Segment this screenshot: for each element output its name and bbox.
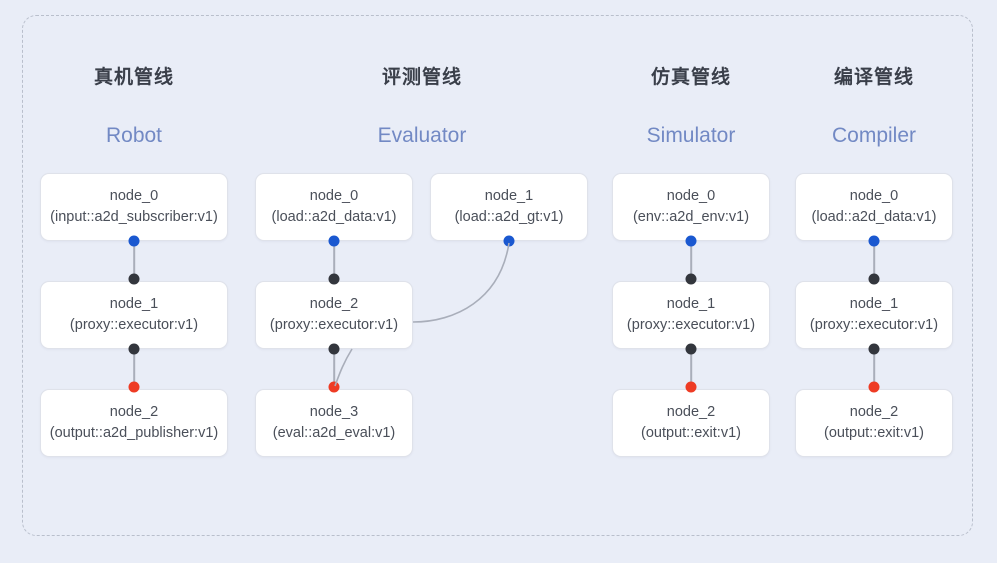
node-compiler-1[interactable]: node_1 (proxy::executor:v1) [795, 281, 953, 349]
column-subtitle-robot: Robot [105, 124, 163, 147]
port-output-evaluator-0[interactable] [328, 235, 340, 247]
node-name: node_0 [309, 187, 359, 204]
node-simulator-2[interactable]: node_2 (output::exit:v1) [612, 389, 770, 457]
column-subtitle-evaluator: Evaluator [377, 124, 467, 147]
node-spec: (input::a2d_subscriber:v1) [50, 209, 218, 225]
node-spec: (env::a2d_env:v1) [632, 209, 750, 225]
node-spec: (load::a2d_data:v1) [271, 209, 397, 225]
node-spec: (output::a2d_publisher:v1) [49, 425, 219, 441]
edge-evaluator-0-2 [333, 241, 335, 281]
port-input-evaluator-2[interactable] [328, 273, 340, 285]
port-output-simulator-1[interactable] [685, 343, 697, 355]
port-input-simulator-2[interactable] [685, 381, 697, 393]
edge-compiler-1-2 [873, 349, 875, 389]
column-title-compiler: 编译管线 [833, 67, 914, 88]
node-name: node_1 [484, 187, 534, 204]
node-robot-1[interactable]: node_1 (proxy::executor:v1) [40, 281, 228, 349]
node-compiler-0[interactable]: node_0 (load::a2d_data:v1) [795, 173, 953, 241]
port-output-compiler-1[interactable] [868, 343, 880, 355]
node-name: node_0 [666, 187, 716, 204]
node-name: node_2 [666, 403, 716, 420]
port-output-simulator-0[interactable] [685, 235, 697, 247]
node-name: node_0 [849, 187, 899, 204]
node-evaluator-gt[interactable]: node_1 (load::a2d_gt:v1) [430, 173, 588, 241]
port-output-robot-0[interactable] [128, 235, 140, 247]
edge-evaluator-2-3 [333, 349, 335, 389]
node-robot-0[interactable]: node_0 (input::a2d_subscriber:v1) [40, 173, 228, 241]
node-spec: (load::a2d_gt:v1) [454, 209, 564, 225]
node-spec: (proxy::executor:v1) [69, 317, 199, 333]
node-name: node_0 [109, 187, 159, 204]
edge-robot-1-2 [133, 349, 135, 389]
node-simulator-0[interactable]: node_0 (env::a2d_env:v1) [612, 173, 770, 241]
edge-robot-0-1 [133, 241, 135, 281]
edge-compiler-0-1 [873, 241, 875, 281]
node-compiler-2[interactable]: node_2 (output::exit:v1) [795, 389, 953, 457]
node-spec: (proxy::executor:v1) [269, 317, 399, 333]
port-output-compiler-0[interactable] [868, 235, 880, 247]
column-title-evaluator: 评测管线 [381, 67, 462, 88]
port-input-robot-2[interactable] [128, 381, 140, 393]
node-name: node_1 [849, 295, 899, 312]
node-spec: (eval::a2d_eval:v1) [272, 425, 396, 441]
edge-simulator-0-1 [690, 241, 692, 281]
node-simulator-1[interactable]: node_1 (proxy::executor:v1) [612, 281, 770, 349]
node-evaluator-0[interactable]: node_0 (load::a2d_data:v1) [255, 173, 413, 241]
node-name: node_2 [849, 403, 899, 420]
node-evaluator-2[interactable]: node_2 (proxy::executor:v1) [255, 281, 413, 349]
port-input-compiler-2[interactable] [868, 381, 880, 393]
edge-simulator-1-2 [690, 349, 692, 389]
port-output-evaluator-gt[interactable] [503, 235, 515, 247]
column-subtitle-simulator: Simulator [646, 124, 736, 147]
node-robot-2[interactable]: node_2 (output::a2d_publisher:v1) [40, 389, 228, 457]
column-title-robot: 真机管线 [93, 67, 174, 88]
pipeline-group-frame [22, 15, 973, 536]
port-input-robot-1[interactable] [128, 273, 140, 285]
node-spec: (output::exit:v1) [824, 425, 924, 441]
node-spec: (proxy::executor:v1) [809, 317, 939, 333]
port-input-compiler-1[interactable] [868, 273, 880, 285]
node-spec: (load::a2d_data:v1) [811, 209, 937, 225]
port-input-evaluator-3[interactable] [328, 381, 340, 393]
node-name: node_1 [666, 295, 716, 312]
port-input-simulator-1[interactable] [685, 273, 697, 285]
node-name: node_2 [109, 403, 159, 420]
node-name: node_2 [309, 295, 359, 312]
column-title-simulator: 仿真管线 [650, 67, 731, 88]
node-evaluator-3[interactable]: node_3 (eval::a2d_eval:v1) [255, 389, 413, 457]
node-spec: (proxy::executor:v1) [626, 317, 756, 333]
node-spec: (output::exit:v1) [641, 425, 741, 441]
column-subtitle-compiler: Compiler [831, 124, 917, 147]
port-output-robot-1[interactable] [128, 343, 140, 355]
port-output-evaluator-2[interactable] [328, 343, 340, 355]
node-name: node_3 [309, 403, 359, 420]
node-name: node_1 [109, 295, 159, 312]
